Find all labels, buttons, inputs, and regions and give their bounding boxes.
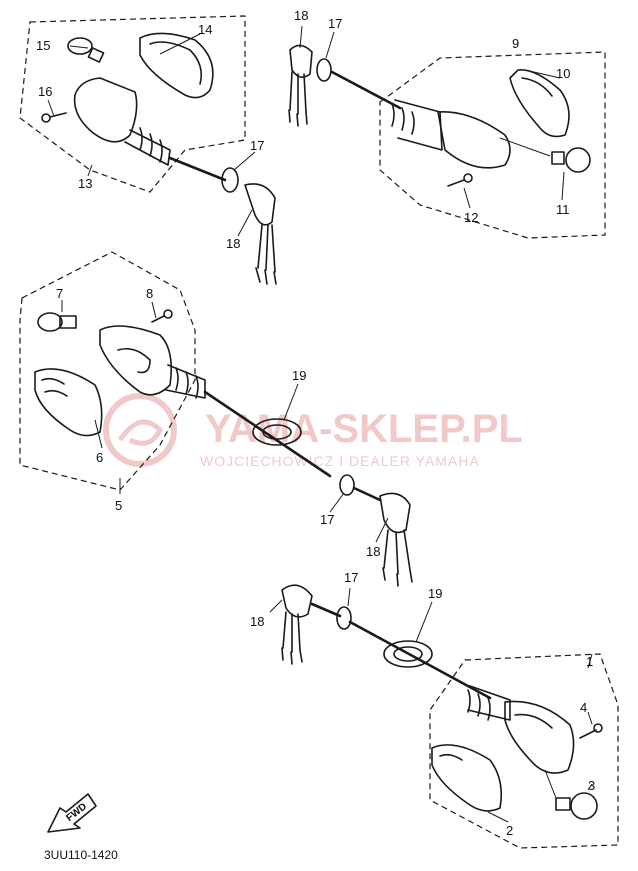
connector-18a [244, 183, 277, 285]
callout-18b: 18 [294, 8, 308, 23]
callout-16: 16 [38, 84, 52, 99]
callout-8: 8 [146, 286, 153, 301]
housing-5 [99, 325, 206, 399]
callout-1: 1 [586, 654, 593, 669]
callout-17a: 17 [250, 138, 264, 153]
lens-6 [34, 368, 103, 437]
grommet-17b [316, 58, 332, 82]
assembly-13 [19, 15, 277, 285]
wire-5 [203, 390, 332, 478]
callout-6: 6 [96, 450, 103, 465]
connector-18c [352, 486, 413, 587]
lens-14 [139, 32, 214, 99]
grommet-17a [221, 167, 239, 193]
assembly-9-boundary [379, 51, 606, 239]
callout-12: 12 [464, 210, 478, 225]
fwd-arrow-icon: FWD [47, 793, 97, 833]
grommet-19b [383, 601, 433, 668]
watermark-logo [103, 393, 177, 467]
bulb-11 [551, 147, 591, 173]
callout-18c: 18 [366, 544, 380, 559]
callout-9: 9 [512, 36, 519, 51]
connector-18d [269, 584, 313, 665]
callout-15: 15 [36, 38, 50, 53]
watermark-title: YAMA-SKLEP.PL [205, 407, 523, 451]
assembly-9 [288, 25, 606, 239]
wire-1 [348, 620, 492, 700]
watermark: YAMA-SKLEP.PL WOJCIECHOWICZ I DEALER YAM… [103, 393, 523, 469]
grommet-17c [329, 474, 355, 513]
callout-17c: 17 [320, 512, 334, 527]
housing-9 [391, 99, 511, 169]
connector-18b [288, 44, 313, 127]
callout-14: 14 [198, 22, 212, 37]
screw-4 [579, 723, 603, 739]
callout-5: 5 [115, 498, 122, 513]
bulb-3 [555, 792, 598, 820]
bulb-7 [37, 312, 77, 332]
bulb-15 [67, 37, 105, 63]
callout-labels: 1 2 3 4 5 6 7 8 9 10 11 12 13 14 15 16 1… [36, 8, 595, 838]
callout-19b: 19 [428, 586, 442, 601]
watermark-subtitle: WOJCIECHOWICZ I DEALER YAMAHA [200, 453, 480, 469]
callout-3: 3 [588, 778, 595, 793]
assembly-1 [269, 584, 619, 849]
callout-13: 13 [78, 176, 92, 191]
callout-17d: 17 [344, 570, 358, 585]
callout-7: 7 [56, 286, 63, 301]
screw-12 [447, 173, 473, 187]
wire-13 [168, 156, 227, 182]
callout-11: 11 [556, 202, 570, 217]
callout-18a: 18 [226, 236, 240, 251]
assembly-5 [19, 251, 332, 494]
wire-9 [330, 70, 402, 110]
grommet-19a [252, 383, 302, 446]
callout-18d: 18 [250, 614, 264, 629]
housing-1 [467, 685, 575, 774]
lens-10 [509, 69, 570, 138]
screw-8 [151, 309, 173, 323]
callout-4: 4 [580, 700, 587, 715]
callout-19a: 19 [292, 368, 306, 383]
fwd-label: FWD [64, 801, 89, 824]
assembly-1-boundary [429, 653, 619, 849]
diagram-code: 3UU110-1420 [44, 848, 118, 862]
screw-16 [41, 112, 67, 123]
callout-10: 10 [556, 66, 570, 81]
callout-2: 2 [506, 823, 513, 838]
housing-13 [73, 77, 171, 166]
grommet-17d [310, 587, 352, 630]
assembly-13-boundary [19, 15, 246, 193]
lens-2 [431, 744, 503, 812]
callout-17b: 17 [328, 16, 342, 31]
watermark-logo-mark [117, 419, 164, 446]
assembly-5-boundary [19, 251, 196, 491]
